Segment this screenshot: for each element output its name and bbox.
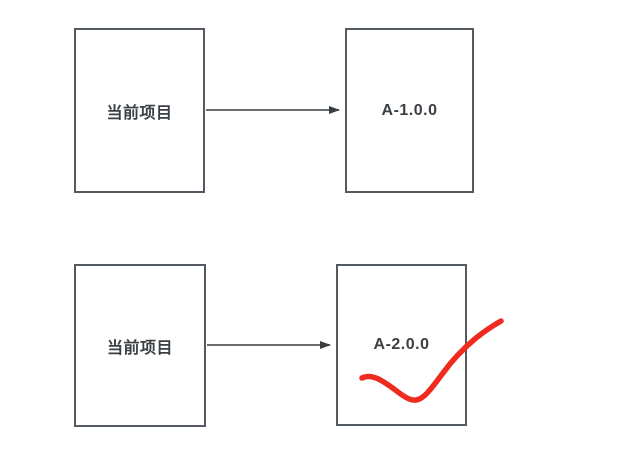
node-label: A-1.0.0 <box>381 101 438 119</box>
node-a-1-0-0: A-1.0.0 <box>345 28 474 193</box>
node-a-2-0-0: A-2.0.0 <box>336 264 467 426</box>
node-label: A-2.0.0 <box>373 336 430 353</box>
node-current-project-row1: 当前项目 <box>74 28 205 193</box>
node-label: 当前项目 <box>106 339 173 357</box>
node-current-project-row2: 当前项目 <box>74 264 206 427</box>
node-label: 当前项目 <box>106 104 173 122</box>
